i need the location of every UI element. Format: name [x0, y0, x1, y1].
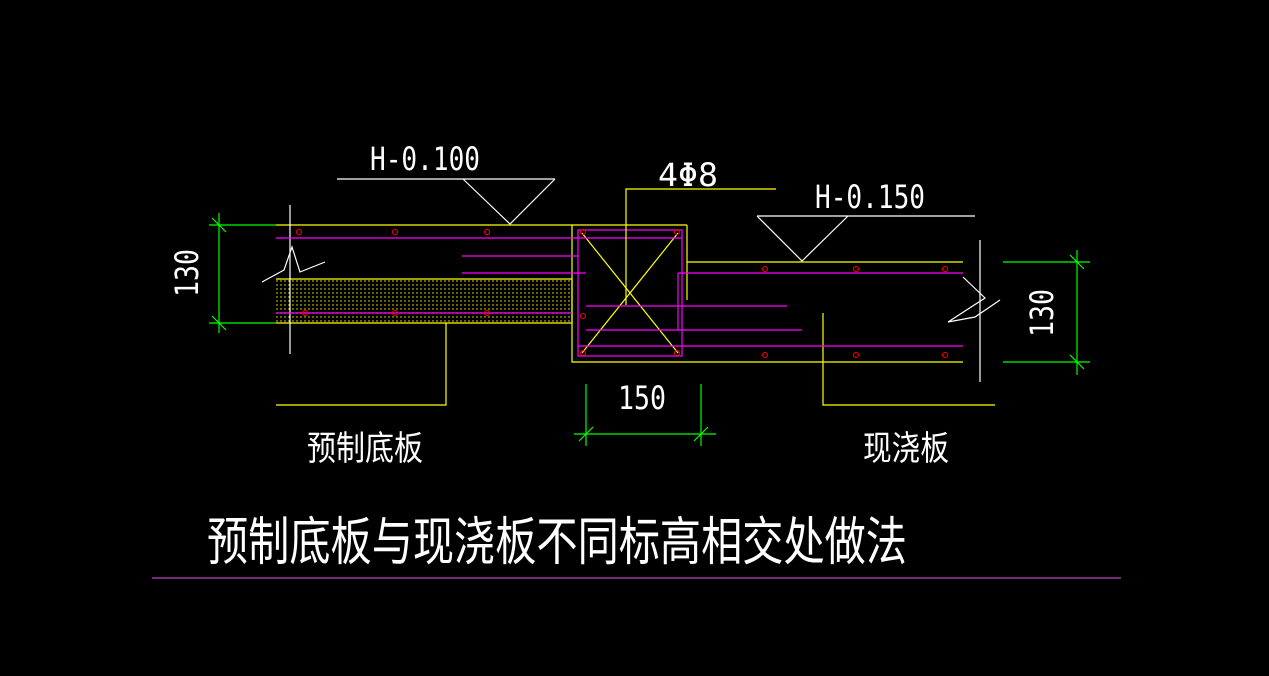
rebar-dot [761, 351, 769, 359]
rebar-leader-line [625, 188, 776, 305]
bottom-dim-tick-left [578, 426, 594, 442]
rebar-dot [761, 265, 769, 273]
right-dimension [1003, 250, 1090, 375]
rebar-dot [852, 351, 860, 359]
rebar-dot [579, 228, 587, 236]
rebar-dot [673, 228, 681, 236]
joint-beam [571, 225, 963, 363]
precast-slab-label: 预制底板 [307, 429, 423, 469]
rebar-dot [483, 309, 491, 317]
rebars [276, 237, 963, 347]
right-dim-tick-bottom [1069, 354, 1085, 370]
joint-box-left [571, 225, 687, 363]
stirrup-cross-2 [581, 232, 679, 354]
rebar-dot [295, 228, 303, 236]
left-elevation-triangle [462, 178, 556, 225]
bottom-dimension [574, 384, 716, 446]
right-elevation-label: H-0.150 [815, 178, 925, 216]
rebar-dot [852, 265, 860, 273]
rebar-dots [295, 228, 949, 359]
rebar-dot [579, 312, 587, 320]
left-dim-tick-top [211, 217, 227, 233]
left-elevation-label: H-0.100 [370, 140, 480, 178]
rebar-label: 4Φ8 [658, 156, 718, 194]
precast-wall-line [276, 323, 447, 406]
rebar-dot [579, 349, 587, 357]
rebar-dot [483, 228, 491, 236]
precast-slab [261, 205, 687, 406]
right-elevation-triangle [756, 215, 849, 262]
rebar-dot [673, 349, 681, 357]
left-break-zigzag [261, 245, 326, 283]
bottom-dimension-value: 150 [618, 379, 666, 417]
left-elevation-marker [337, 178, 556, 225]
cast-slab [687, 240, 1001, 406]
rebar-dot [391, 309, 399, 317]
cast-wall-line [822, 313, 995, 406]
rebar-dot [301, 309, 309, 317]
bottom-dim-tick-right [693, 426, 709, 442]
precast-panel-hatch [276, 279, 572, 323]
cast-slab-label: 现浇板 [863, 429, 949, 469]
drawing-title: 预制底板与现浇板不同标高相交处做法 [207, 513, 907, 573]
rebar-dot [941, 265, 949, 273]
rebar-dot [941, 351, 949, 359]
stirrup [577, 229, 683, 357]
rebar-dot [391, 228, 399, 236]
right-dim-tick-top [1069, 254, 1085, 270]
right-elevation-marker [756, 215, 975, 262]
right-break-zigzag [947, 276, 1001, 323]
left-dimension [209, 213, 276, 333]
right-dimension-value: 130 [1023, 289, 1061, 337]
left-dim-tick-bottom [211, 315, 227, 331]
left-dimension-value: 130 [168, 249, 206, 297]
